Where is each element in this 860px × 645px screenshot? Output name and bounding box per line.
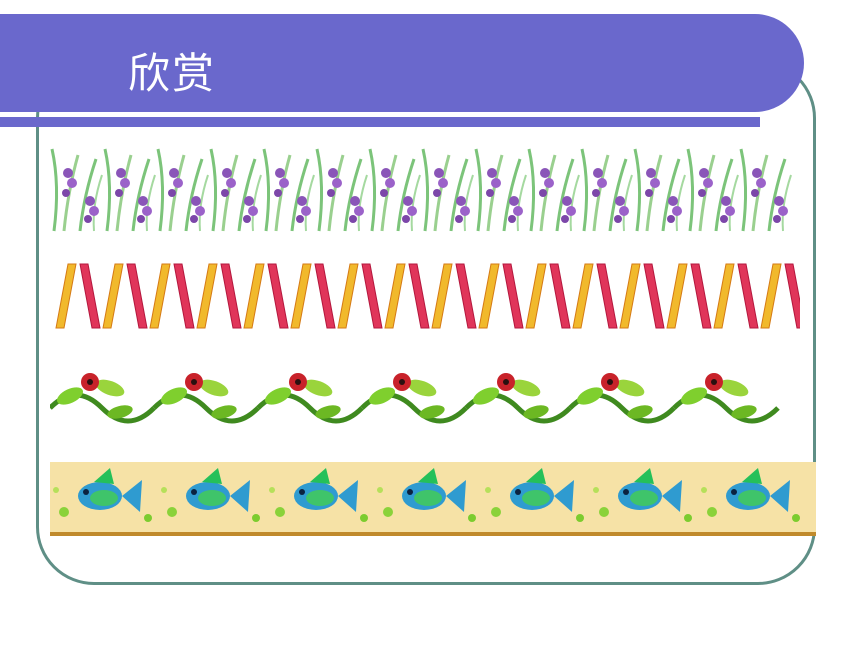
stripe-border-image: [55, 263, 800, 329]
red-yellow-stripe-border: [50, 262, 816, 332]
vine-ladybug-border: [50, 362, 816, 434]
purple-flower-border-image: [50, 147, 793, 233]
slide-title: 欣赏: [128, 49, 217, 98]
fish-border-image: [50, 462, 816, 536]
purple-flower-border: [50, 145, 816, 233]
title-underline: [0, 117, 760, 127]
title-bar: 欣赏: [0, 14, 804, 112]
vine-border-image: [50, 362, 800, 434]
fish-border: [50, 462, 816, 536]
